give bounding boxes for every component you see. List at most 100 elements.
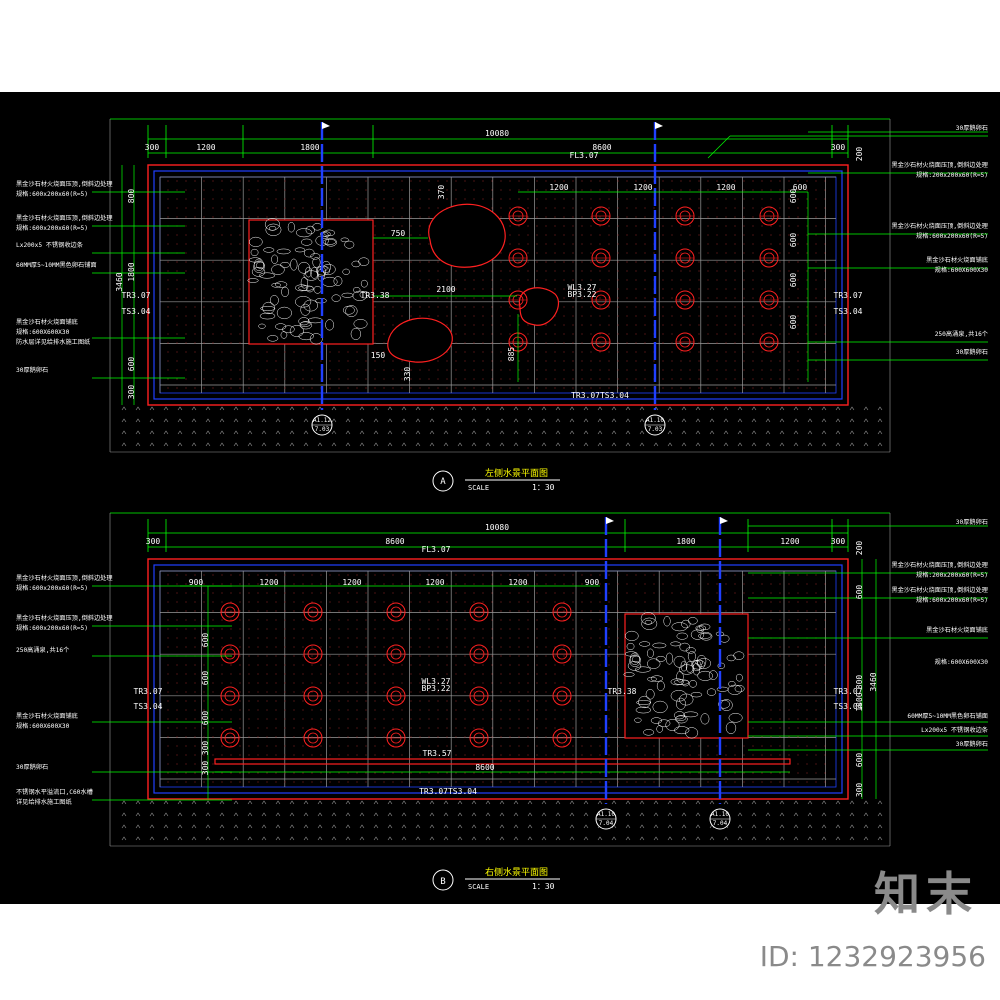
plan-a-water-dot (518, 387, 520, 389)
plan-b-water-dot (626, 592, 628, 594)
plan-b-water-dot (554, 754, 556, 756)
cad-viewport[interactable]: 10080 300 1200 1800 8600 300 FL3.07 1200… (0, 92, 1000, 904)
plan-a-water-dot (707, 189, 709, 191)
plan-a-water-dot (509, 378, 511, 380)
plan-b-grass (639, 824, 645, 829)
plan-a-water-dot (680, 198, 682, 200)
plan-a-water-dot (815, 360, 817, 362)
plan-a-water-dot (239, 306, 241, 308)
plan-a-water-dot (221, 378, 223, 380)
plan-a-water-dot (707, 198, 709, 200)
plan-a-water-dot (761, 225, 763, 227)
plan-a-water-dot (815, 324, 817, 326)
plan-a-water-dot (509, 243, 511, 245)
plan-a-grass (163, 406, 169, 411)
plan-a-water-dot (464, 387, 466, 389)
plan-b-water-dot (761, 727, 763, 729)
plan-a-water-dot (302, 198, 304, 200)
plan-a-water-dot (788, 387, 790, 389)
plan-b-water-dot (428, 628, 430, 630)
plan-a-water-dot (545, 252, 547, 254)
plan-a-water-dot (581, 351, 583, 353)
plan-a-water-dot (743, 189, 745, 191)
cad-drawing[interactable]: 10080 300 1200 1800 8600 300 FL3.07 1200… (0, 92, 1000, 904)
plan-b-water-dot (239, 745, 241, 747)
plan-b-pebble-bed-stone (647, 676, 657, 682)
plan-b-water-dot (545, 727, 547, 729)
plan-a-water-dot (185, 270, 187, 272)
plan-a-water-dot (725, 387, 727, 389)
plan-a-water-dot (248, 387, 250, 389)
plan-b-pebble-bed-stone (634, 666, 651, 673)
plan-b-grass (765, 812, 771, 817)
plan-a-water-dot (203, 189, 205, 191)
plan-b-water-dot (275, 727, 277, 729)
plan-a-water-dot (464, 369, 466, 371)
plan-a-pebble-bed-stone (287, 221, 295, 233)
plan-b-pebble-bed-stone (650, 717, 663, 724)
plan-a-water-dot (428, 378, 430, 380)
plan-a-water-dot (725, 189, 727, 191)
plan-a-water-dot (581, 315, 583, 317)
plan-b-water-dot (806, 574, 808, 576)
plan-b-water-dot (725, 583, 727, 585)
plan-b-water-dot (482, 574, 484, 576)
plan-b-water-dot (230, 682, 232, 684)
plan-b-water-dot (761, 700, 763, 702)
plan-b-water-dot (617, 601, 619, 603)
plan-b-water-dot (500, 781, 502, 783)
plan-a-grass (695, 406, 701, 411)
plan-b-water-dot (401, 691, 403, 693)
plan-b-grass (765, 824, 771, 829)
plan-b-water-dot (545, 574, 547, 576)
plan-b-water-dot (185, 646, 187, 648)
plan-a-water-dot (824, 297, 826, 299)
plan-a-water-dot (536, 207, 538, 209)
plan-b-water-dot (617, 610, 619, 612)
plan-a-water-dot (563, 252, 565, 254)
plan-a-grass (597, 418, 603, 423)
plan-b-water-dot (302, 592, 304, 594)
plan-b-water-dot (473, 709, 475, 711)
plan-b-water-dot (554, 637, 556, 639)
plan-a-grass (331, 406, 337, 411)
plan-a-water-dot (608, 180, 610, 182)
plan-b-grass (597, 800, 603, 805)
plan-a-water-dot (428, 252, 430, 254)
plan-b-water-dot (824, 736, 826, 738)
plan-a-water-dot (239, 198, 241, 200)
plan-a-water-dot (203, 324, 205, 326)
plan-b-water-dot (275, 574, 277, 576)
plan-a-water-dot (770, 360, 772, 362)
plan-b-water-dot (329, 664, 331, 666)
plan-a-water-dot (230, 252, 232, 254)
plan-a-water-dot (221, 243, 223, 245)
plan-b-water-dot (482, 673, 484, 675)
plan-a-water-dot (545, 261, 547, 263)
plan-a-water-dot (284, 360, 286, 362)
plan-a-water-dot (212, 288, 214, 290)
plan-b-water-dot (275, 709, 277, 711)
plan-b-water-dot (500, 619, 502, 621)
plan-a-water-dot (734, 189, 736, 191)
plan-b-water-dot (365, 709, 367, 711)
plan-b-water-dot (365, 574, 367, 576)
plan-b-water-dot (248, 691, 250, 693)
plan-b-water-dot (743, 601, 745, 603)
plan-a-water-dot (572, 288, 574, 290)
plan-b-dim-1800: 1800 (676, 537, 695, 546)
plan-a-water-dot (374, 288, 376, 290)
plan-a-water-dot (824, 225, 826, 227)
plan-b-water-dot (185, 664, 187, 666)
plan-b-level-fl: FL3.07 (422, 545, 451, 554)
plan-b-water-dot (824, 763, 826, 765)
plan-a-water-dot (563, 297, 565, 299)
plan-a-grass (863, 442, 869, 447)
plan-a-water-dot (203, 216, 205, 218)
plan-a-water-dot (248, 198, 250, 200)
plan-a-water-dot (797, 306, 799, 308)
plan-b-water-dot (608, 673, 610, 675)
plan-b-water-dot (338, 682, 340, 684)
plan-b-bl: BP3.22 (422, 684, 451, 693)
plan-a-water-dot (383, 252, 385, 254)
